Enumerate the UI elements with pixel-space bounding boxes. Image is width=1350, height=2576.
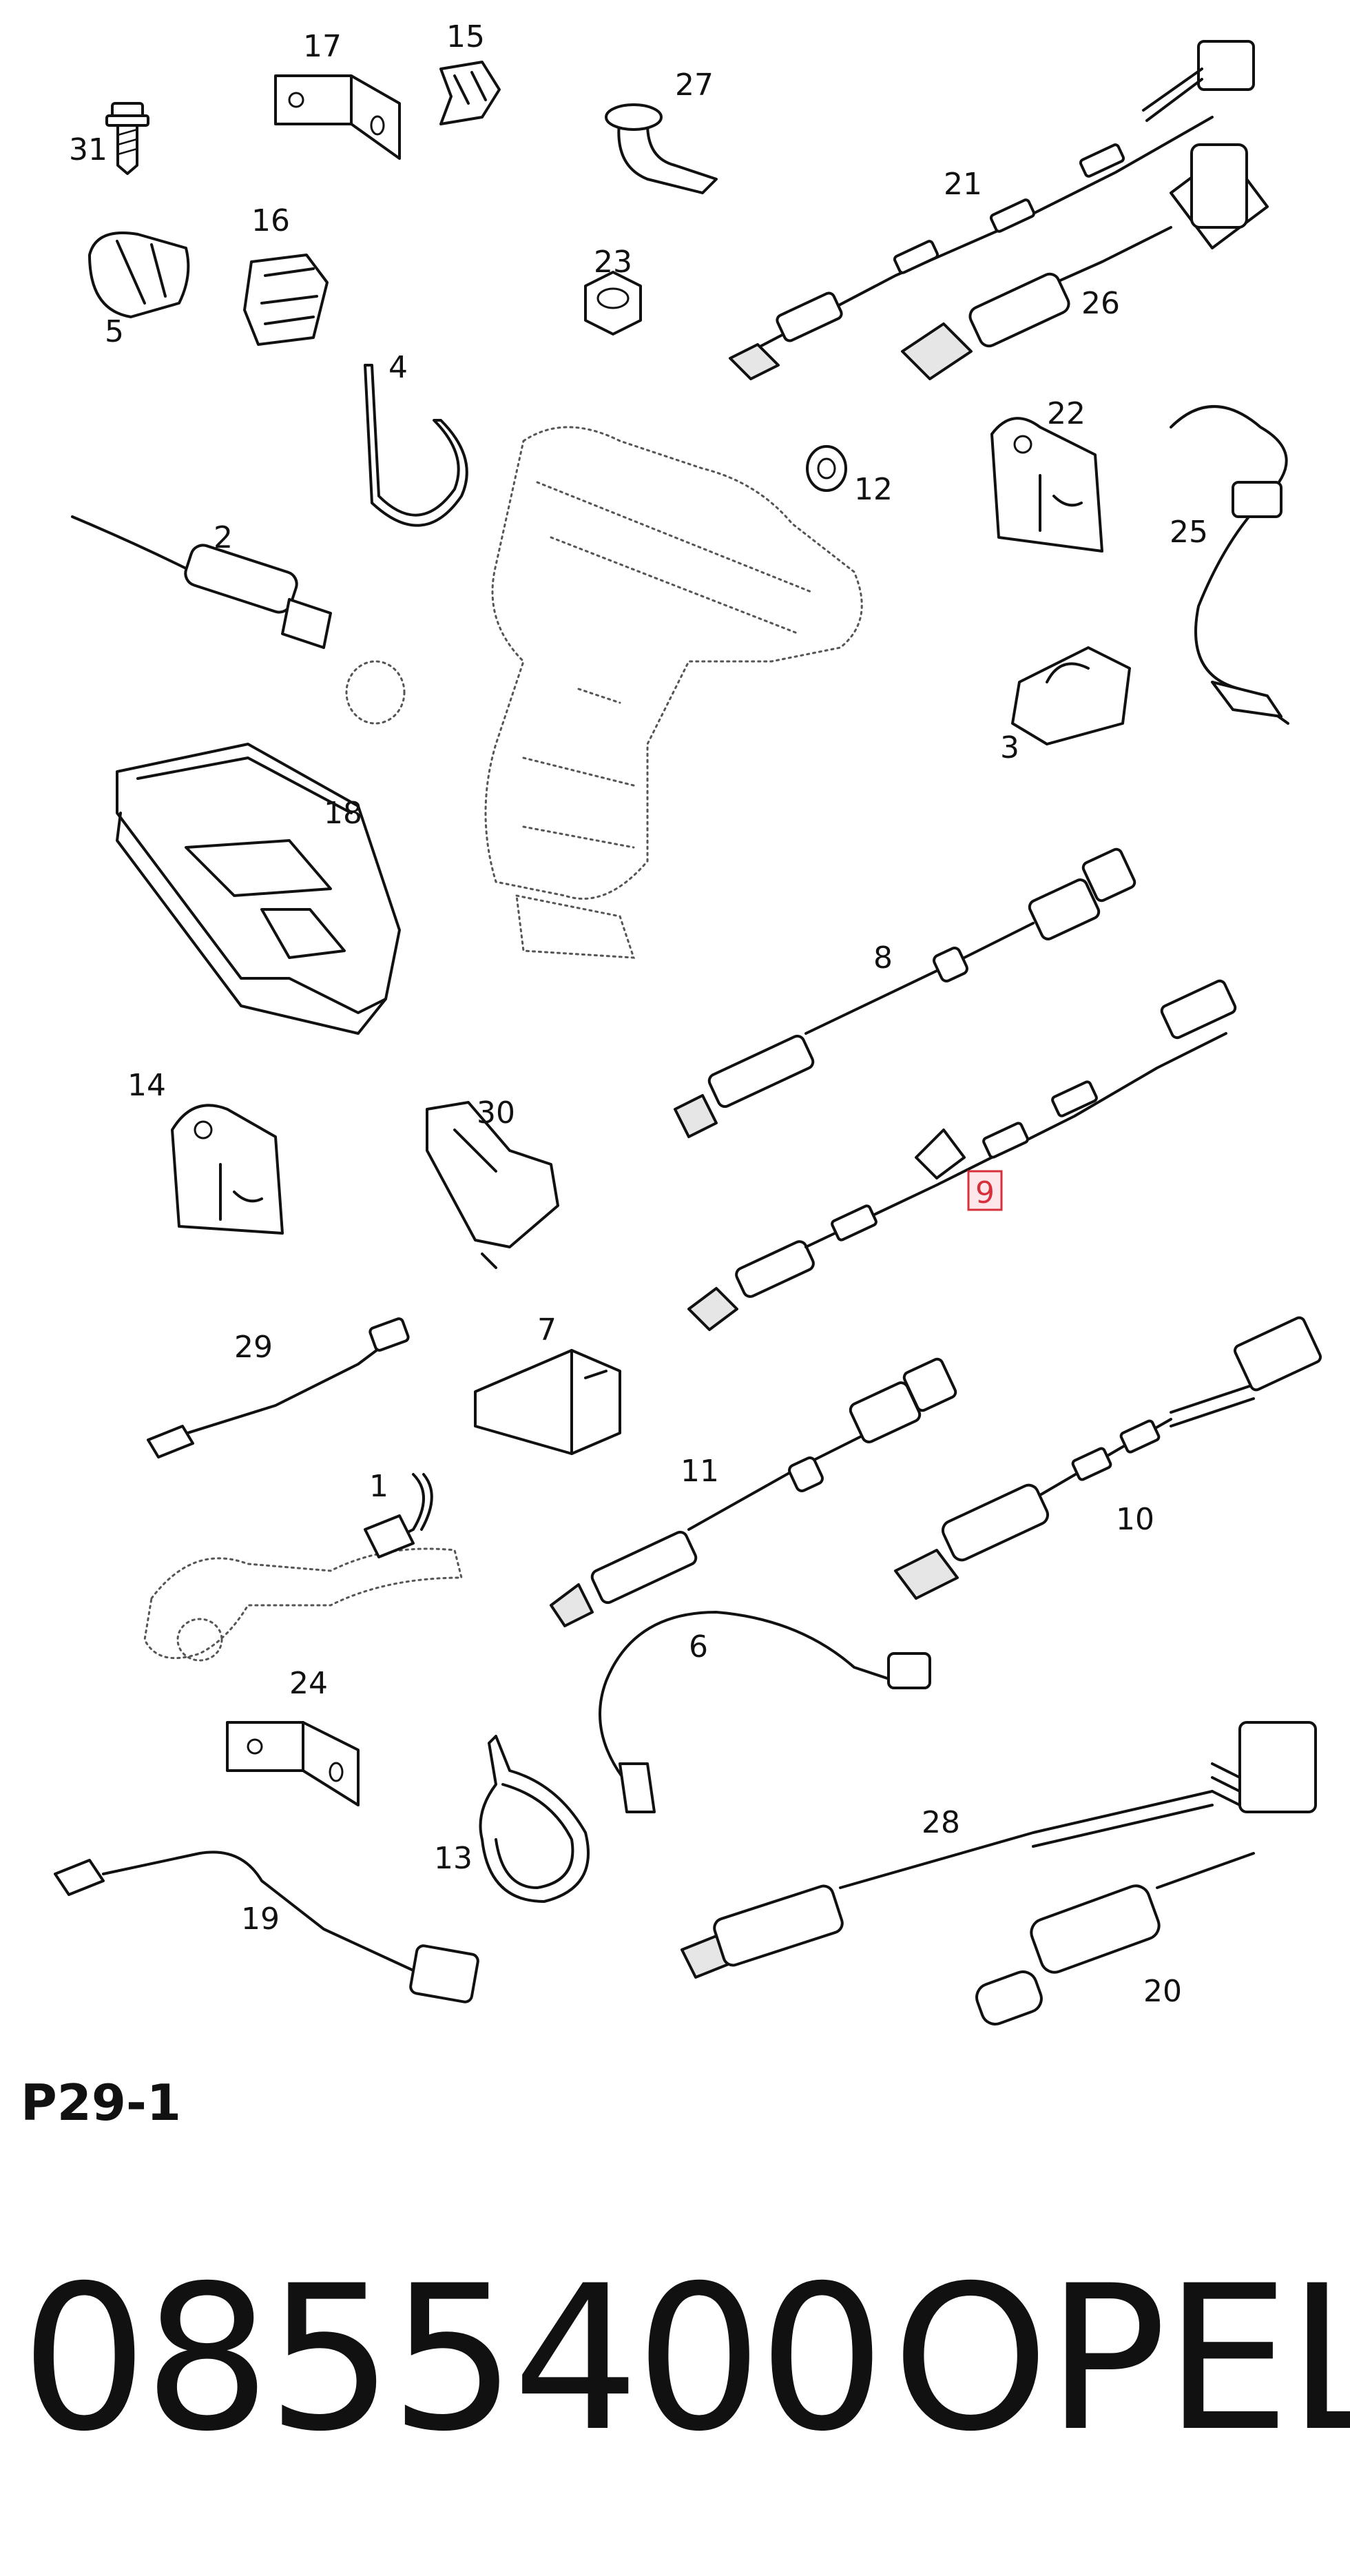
- part-18-heat-shield[interactable]: [116, 743, 401, 1035]
- parts-exploded-diagram: 31 17 15 27 21 16 5 23 26 4 12 22 25 2 3…: [54, 19, 1322, 2028]
- part-6-oxygen-sensor[interactable]: [599, 1611, 931, 1813]
- callout-31: 31: [69, 132, 107, 167]
- part-12-grommet[interactable]: [806, 445, 847, 492]
- part-31-bolt[interactable]: [105, 102, 149, 175]
- callout-26: 26: [1081, 286, 1120, 321]
- part-13-cable-tie[interactable]: [479, 1735, 590, 1903]
- part-22-bracket[interactable]: [990, 417, 1103, 553]
- exhaust-manifold-ghost: [484, 426, 863, 959]
- brand-name: OPEL: [892, 2243, 1350, 2475]
- callout-29: 29: [234, 1330, 273, 1365]
- part-number: 0855400: [21, 2243, 886, 2475]
- callout-11: 11: [681, 1454, 719, 1489]
- part-16-clip[interactable]: [243, 254, 329, 346]
- callout-30: 30: [477, 1095, 515, 1131]
- part-26-oxygen-sensor[interactable]: [901, 143, 1269, 380]
- callout-9[interactable]: 9: [975, 1175, 995, 1210]
- part-14-bracket[interactable]: [171, 1104, 284, 1235]
- callout-3: 3: [1000, 730, 1019, 765]
- part-28-wideband-sensor[interactable]: [681, 1721, 1317, 1979]
- part-11-wideband-sensor[interactable]: [550, 1357, 957, 1627]
- part-4-cable-tie[interactable]: [364, 364, 468, 527]
- callout-23: 23: [594, 245, 632, 280]
- part-27-hose-clip[interactable]: [605, 103, 718, 194]
- callout-7: 7: [537, 1312, 557, 1348]
- callout-18: 18: [324, 796, 362, 831]
- part-23-nut[interactable]: [584, 271, 642, 336]
- callout-22: 22: [1047, 396, 1086, 431]
- sheet-code: P29-1: [21, 2074, 181, 2132]
- part-24-bracket[interactable]: [226, 1721, 360, 1806]
- callout-17: 17: [303, 29, 342, 64]
- callout-20: 20: [1143, 1974, 1182, 2009]
- callout-6: 6: [689, 1629, 708, 1665]
- callout-25: 25: [1170, 515, 1208, 550]
- part-15-clip[interactable]: [439, 61, 501, 125]
- callout-28: 28: [922, 1805, 960, 1840]
- part-17-bracket[interactable]: [274, 74, 401, 160]
- callout-5: 5: [105, 314, 124, 349]
- part-9-oxygen-sensor[interactable]: [687, 979, 1237, 1331]
- part-19-oxygen-sensor[interactable]: [54, 1851, 479, 2003]
- callout-1: 1: [369, 1469, 388, 1504]
- callout-24: 24: [289, 1666, 328, 1701]
- part-20-oxygen-sensor[interactable]: [973, 1852, 1255, 2028]
- callout-16: 16: [251, 203, 290, 238]
- callout-labels: 31 17 15 27 21 16 5 23 26 4 12 22 25 2 3…: [69, 19, 1208, 2009]
- callout-9-highlight-box: [967, 1170, 1003, 1211]
- callout-8: 8: [873, 940, 893, 976]
- callout-12: 12: [854, 472, 893, 507]
- part-10-oxygen-sensor[interactable]: [894, 1316, 1322, 1600]
- part-1-oxygen-sensor[interactable]: [143, 1473, 463, 1662]
- callout-2: 2: [214, 520, 233, 555]
- part-21-oxygen-sensor[interactable]: [729, 40, 1255, 380]
- callout-14: 14: [127, 1068, 166, 1103]
- part-7-connector-housing[interactable]: [474, 1349, 621, 1455]
- part-29-oxygen-sensor[interactable]: [147, 1317, 410, 1459]
- part-3-clip[interactable]: [1011, 646, 1131, 745]
- callout-4: 4: [388, 350, 408, 385]
- callout-19: 19: [241, 1902, 280, 1937]
- part-2-oxygen-sensor[interactable]: [71, 515, 406, 725]
- callout-15: 15: [446, 19, 485, 54]
- callout-13: 13: [434, 1841, 473, 1876]
- part-5-clip[interactable]: [88, 231, 190, 318]
- callout-27: 27: [675, 68, 714, 103]
- part-25-oxygen-sensor[interactable]: [1170, 405, 1289, 725]
- callout-21: 21: [944, 167, 982, 202]
- part-30-bracket[interactable]: [426, 1101, 559, 1269]
- part-8-wideband-sensor[interactable]: [674, 847, 1136, 1138]
- callout-10: 10: [1116, 1502, 1154, 1537]
